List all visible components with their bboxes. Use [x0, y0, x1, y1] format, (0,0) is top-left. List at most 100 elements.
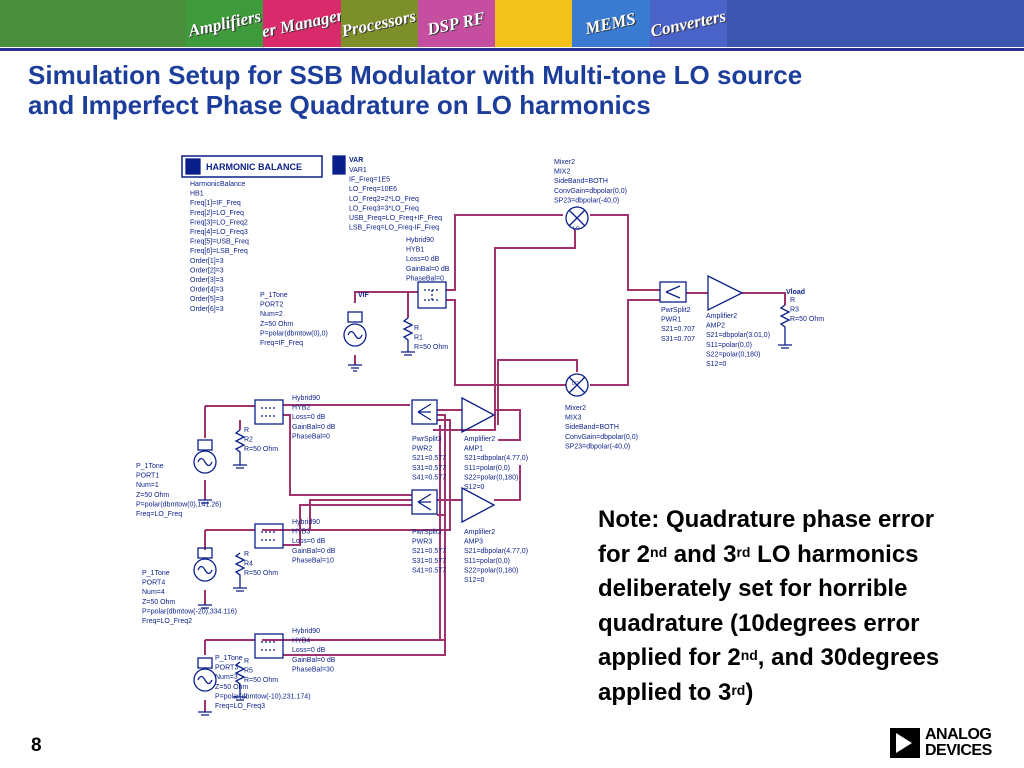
vload-label: Vload — [786, 289, 805, 296]
param-line: S21=0.577 — [412, 548, 446, 555]
param-line: Freq=LO_Freq2 — [142, 618, 192, 625]
var-box — [332, 155, 346, 175]
param-line: Num=4 — [142, 589, 165, 596]
note-text: LO harmonics — [750, 540, 919, 568]
param-line: Loss=0 dB — [292, 414, 326, 421]
param-line: Num=1 — [136, 482, 159, 489]
note-line-5: applied for 2nd, and 30degrees — [598, 641, 1013, 676]
r2-symbol — [234, 429, 246, 465]
banner-tile: Power Management — [263, 0, 341, 47]
param-line: Freq[4]=LO_Freq3 — [190, 229, 248, 236]
param-line: GainBal=0 dB — [406, 266, 450, 273]
param-line: USB_Freq=LO_Freq+IF_Freq — [349, 215, 442, 222]
param-line: Amplifier2 — [464, 529, 495, 536]
param-line: Amplifier2 — [464, 436, 495, 443]
param-line: PORT4 — [142, 580, 165, 587]
mix2-lo-mark: LO — [573, 226, 580, 232]
param-line: R5 — [244, 668, 253, 675]
param-line: R2 — [244, 437, 253, 444]
param-line: SP23=dbpolar(-40,0) — [565, 443, 630, 450]
param-line: S31=0.707 — [661, 336, 695, 343]
param-line: P_1Tone — [142, 570, 170, 577]
param-line: S21=dbpolar(4.77,0) — [464, 455, 528, 462]
param-line: P=polar(dbmtow(0),141.26) — [136, 501, 221, 508]
param-line: HYB3 — [292, 529, 310, 536]
param-line: PhaseBal=30 — [292, 666, 334, 673]
pwr3-symbol — [411, 489, 438, 515]
note-superscript: rd — [731, 681, 746, 698]
note-text: and 3 — [667, 540, 737, 568]
param-line: S22=polar(0,180) — [464, 567, 518, 574]
port4-source — [193, 558, 217, 582]
note-line-6: applied to 3rd) — [598, 676, 1013, 711]
hyb4-symbol — [254, 633, 284, 659]
param-line: R=50 Ohm — [244, 570, 278, 577]
port2-source — [343, 323, 367, 347]
analog-devices-logo: ANALOG DEVICES — [890, 726, 1000, 762]
param-line: Order[5]=3 — [190, 296, 224, 303]
param-line: PhaseBal=10 — [292, 557, 334, 564]
param-line: HB1 — [190, 191, 204, 198]
wires — [204, 214, 786, 712]
hyb3-symbol — [254, 523, 284, 549]
banner-tile: Converters — [649, 0, 727, 47]
banner-tile — [495, 0, 573, 47]
param-line: PhaseBal=0 — [406, 275, 444, 282]
banner-tile — [726, 0, 1024, 47]
param-line: Loss=0 dB — [292, 647, 326, 654]
param-line: LO_Freq3=3*LO_Freq — [349, 205, 419, 212]
param-line: S21=0.707 — [661, 326, 695, 333]
param-line: S12=0 — [464, 484, 485, 491]
param-line: PwrSplit3 — [412, 529, 442, 536]
note-superscript: nd — [650, 543, 668, 560]
logo-text: ANALOG DEVICES — [925, 727, 992, 759]
param-line: S21=dbpolar(3.01,0) — [706, 332, 770, 339]
param-line: HarmonicBalance — [190, 181, 245, 188]
param-line: HYB1 — [406, 247, 424, 254]
param-line: R=50 Ohm — [244, 446, 278, 453]
param-line: R — [244, 427, 249, 434]
param-line: R — [790, 297, 795, 304]
param-line: Freq[1]=IF_Freq — [190, 200, 241, 207]
param-line: S41=0.577 — [412, 474, 446, 481]
r5-symbol — [234, 661, 246, 697]
param-line: S41=0.577 — [412, 567, 446, 574]
banner-tile: Processors — [340, 0, 418, 47]
param-line: Num=2 — [260, 311, 283, 318]
param-line: R=50 Ohm — [244, 677, 278, 684]
note-superscript: nd — [740, 647, 758, 663]
var-label: VAR — [349, 157, 363, 164]
param-line: P_1Tone — [136, 463, 164, 470]
param-line: PWR3 — [412, 539, 432, 546]
mix3-lo-mark: LO — [572, 381, 579, 387]
header-rule — [0, 48, 1024, 51]
param-line: P=polar(dbmtow(0),0) — [260, 330, 328, 337]
port3-source — [193, 668, 217, 692]
param-line: GainBal=0 dB — [292, 548, 336, 555]
quadrature-note: Note: Quadrature phase error for 2nd and… — [598, 503, 1013, 710]
param-line: Z=50 Ohm — [136, 492, 169, 499]
hb-box-label: HARMONIC BALANCE — [206, 162, 302, 172]
param-line: GainBal=0 dB — [292, 657, 336, 664]
param-line: LSB_Freq=LO_Freq-IF_Freq — [349, 225, 439, 232]
param-line: S11=polar(0,0) — [464, 465, 510, 472]
param-line: R1 — [414, 335, 423, 342]
param-line: Loss=0 dB — [292, 538, 326, 545]
param-line: LO_Freq2=2*LO_Freq — [349, 196, 419, 203]
param-line: R — [244, 658, 249, 665]
analog-devices-logo-icon — [890, 728, 920, 758]
